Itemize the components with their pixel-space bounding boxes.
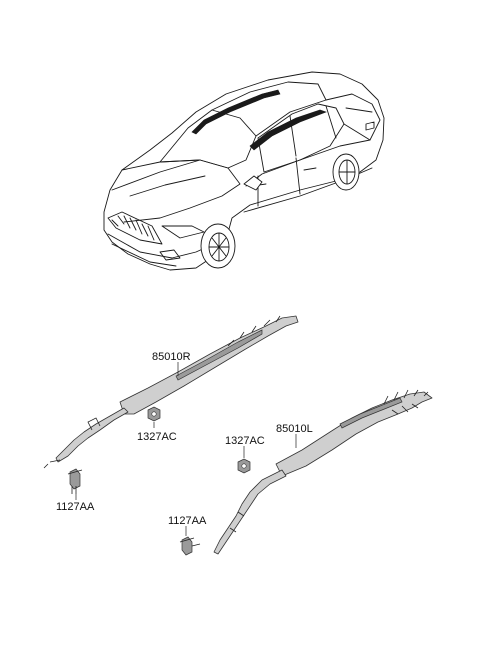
part-label-1327AC-right: 1327AC — [137, 431, 177, 443]
part-label-1127AA-left: 1127AA — [168, 515, 207, 527]
part-label-85010R: 85010R — [152, 351, 191, 363]
part-label-1127AA-right: 1127AA — [56, 501, 95, 513]
curtain-airbag-left — [213, 389, 433, 555]
bolt-right — [67, 468, 83, 494]
part-label-85010L: 85010L — [276, 423, 313, 435]
part-label-1327AC-left: 1327AC — [225, 435, 265, 447]
nut-left — [237, 458, 251, 474]
nut-right — [147, 406, 161, 422]
bolt-left — [179, 536, 201, 556]
curtain-airbag-right — [43, 315, 299, 469]
car-illustration — [103, 71, 385, 271]
